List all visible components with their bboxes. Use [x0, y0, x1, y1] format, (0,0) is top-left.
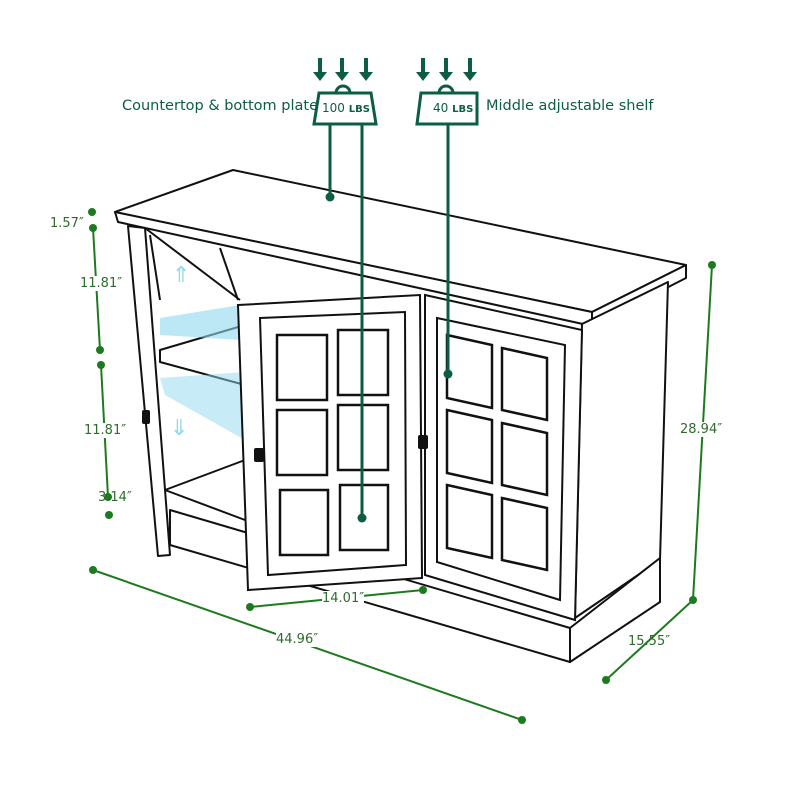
dimension-dots: [88, 208, 716, 724]
dim-depth: 15.55″: [628, 634, 671, 649]
dim-base: 3.14″: [98, 490, 132, 505]
left-door: [236, 293, 424, 592]
dim-upper-shelf: 11.81″: [80, 276, 123, 291]
dim-lower-shelf: 11.81″: [84, 423, 127, 438]
door-knob: [418, 435, 428, 449]
weight-bag-icons: [312, 84, 479, 126]
shelf-highlight-upper: [160, 305, 240, 340]
dim-door-width: 14.01″: [322, 591, 365, 606]
weight-unit: LBS: [452, 104, 474, 115]
shelf-weight-label: Middle adjustable shelf: [486, 98, 654, 114]
countertop-weight-value: 100 LBS: [322, 101, 370, 115]
door-knob: [254, 448, 264, 462]
down-arrow-icon: ⇓: [170, 416, 188, 441]
weight-value: 100: [322, 101, 345, 115]
dim-total-height: 28.94″: [680, 422, 723, 437]
dim-width: 44.96″: [276, 632, 319, 647]
dim-top-thickness: 1.57″: [50, 216, 84, 231]
weight-unit: LBS: [348, 104, 370, 115]
countertop-weight-label: Countertop & bottom plate: [122, 98, 319, 114]
door-knob: [142, 410, 150, 424]
weight-value: 40: [433, 101, 449, 115]
weight-pointers: [328, 124, 450, 518]
cabinet-outline: [114, 169, 687, 663]
shelf-weight-value: 40 LBS: [433, 101, 473, 115]
up-arrow-icon: ⇑: [172, 263, 190, 288]
shelf-highlight-lower: [160, 372, 245, 440]
weight-arrows: [313, 58, 477, 81]
